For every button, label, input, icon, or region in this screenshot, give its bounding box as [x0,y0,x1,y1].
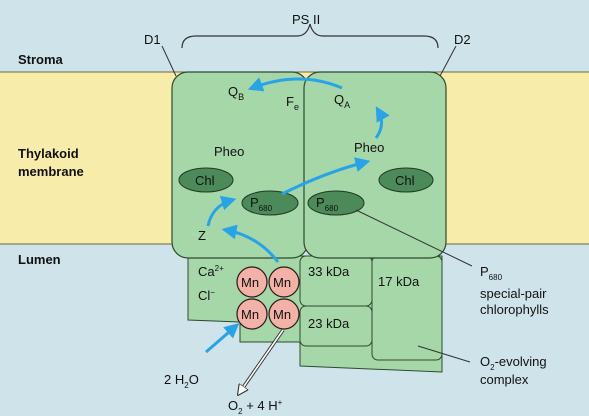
thylakoid-label-line1: Thylakoid [18,146,79,161]
special-pair-leader [355,209,473,267]
protein-17kda [371,255,443,361]
special-pair-line1: special-pair [480,286,547,301]
complex-label: complex [480,372,529,387]
chl-left-ellipse [178,167,234,193]
kda33-label: 33 kDa [308,264,350,279]
p680-left-ellipse [241,190,299,216]
arrow-water-to-mn [205,323,240,354]
p680-right-ellipse [307,190,365,216]
d2-pointer [439,45,457,77]
cl-label: Cl− [198,288,215,303]
kda17-label: 17 kDa [378,274,420,289]
stroma-label: Stroma [18,52,64,67]
mn-label-2: Mn [273,275,291,290]
ca-label: Ca2+ [198,264,224,279]
kda23-label: 23 kDa [308,316,350,331]
arrow-mn-to-z [221,224,280,263]
mn-circle-2 [268,266,300,298]
mn-circle-4 [268,298,300,330]
ps2-label: PS II [292,12,320,27]
chl-left-label: Chl [195,173,215,188]
z-label: Z [198,228,206,243]
d1-label: D1 [144,32,161,47]
arrow-oxygen-release-inner [240,329,284,392]
qa-label: QA [334,92,350,110]
o2-complex-leader [417,345,471,363]
mn-circle-1 [236,266,268,298]
mn-label-1: Mn [241,275,259,290]
p680-pair-label: P680 [480,264,503,282]
mn-circle-3 [236,298,268,330]
d2-label: D2 [454,32,471,47]
d1-pointer [161,45,177,77]
protein-23kda [299,305,373,347]
ps2-brace [181,23,439,49]
thylakoid-label-line2: membrane [18,164,84,179]
arrow-z-to-p680 [206,195,237,227]
chl-right-ellipse [378,167,434,193]
p680-right-label: P680 [316,195,339,213]
special-pair-line2: chlorophylls [480,302,549,317]
lumen-label: Lumen [18,252,61,267]
pheo-right-label: Pheo [354,140,384,155]
mn-label-4: Mn [273,307,291,322]
qb-label: QB [228,84,244,102]
arrow-p680-to-pheo [281,157,371,196]
arrow-pheo-to-qa [374,106,390,139]
water-label: 2 H2O [164,372,199,390]
p680-left-label: P680 [250,195,273,213]
arrow-qa-to-qb [247,77,343,92]
mn-label-3: Mn [241,307,259,322]
d2-subunit [303,71,447,259]
chl-right-label: Chl [395,173,415,188]
oxygen-product-label: O2 + 4 H+ [228,398,283,416]
fe-label: Fe [286,94,299,112]
pheo-left-label: Pheo [214,144,244,159]
o2-evolving-label: O2-evolving [480,354,547,372]
